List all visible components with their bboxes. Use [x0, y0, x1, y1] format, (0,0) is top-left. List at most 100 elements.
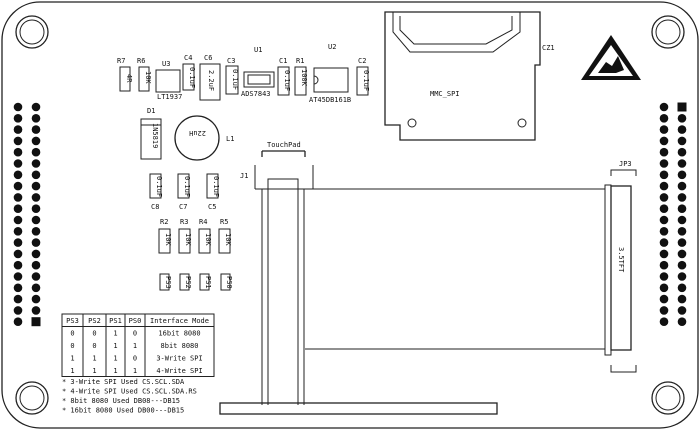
- svg-text:TouchPad: TouchPad: [267, 141, 301, 149]
- right-header-pin-1: [677, 102, 687, 112]
- table-cell: 4-Write SPI: [156, 367, 202, 375]
- c3-capacitor: C3 0.1uF: [225, 57, 239, 95]
- left-header-pin: [31, 227, 41, 236]
- svg-text:PS2: PS2: [184, 276, 192, 289]
- svg-text:C8: C8: [151, 203, 159, 211]
- table-cell: 1: [113, 367, 117, 375]
- svg-text:0.1uF: 0.1uF: [183, 176, 191, 197]
- r5-resistor: R5 10K: [218, 218, 232, 254]
- note-line: * 4-Write SPI Used CS.SCL.SDA.RS: [62, 388, 197, 396]
- left-header-pin: [31, 159, 41, 168]
- left-header-pin: [13, 125, 23, 134]
- right-header-pin: [659, 193, 669, 202]
- table-cell: 1: [113, 354, 117, 362]
- u1-chip: U1 ADS7843: [241, 46, 275, 98]
- table-header-cell: PS3: [66, 317, 79, 325]
- c2-capacitor: C2 0.1uF: [356, 57, 370, 96]
- right-header-pin: [677, 238, 687, 247]
- sd-card-label: MMC_SPI: [430, 90, 460, 98]
- note-line: * 16bit 8080 Used DB00---DB15: [62, 407, 184, 415]
- left-header-pin: [13, 272, 23, 281]
- left-header-pin: [13, 306, 23, 315]
- svg-text:R4: R4: [199, 218, 207, 226]
- svg-text:10K: 10K: [144, 71, 152, 84]
- right-header-pin: [659, 147, 669, 157]
- right-header-pin: [659, 136, 669, 146]
- svg-text:3.5TFT: 3.5TFT: [617, 247, 625, 273]
- table-cell: 3-Write SPI: [156, 354, 202, 362]
- left-header-pin: [13, 317, 23, 327]
- r6-resistor: R6 10K: [137, 57, 152, 92]
- svg-text:U2: U2: [328, 43, 336, 51]
- left-header-pin: [13, 215, 23, 225]
- right-header-pin: [677, 147, 687, 157]
- cz1-label: CZ1: [542, 44, 555, 52]
- c5-capacitor: 0.1uF C5: [206, 173, 220, 211]
- table-cell: 1: [92, 367, 96, 375]
- left-header-pin: [31, 102, 41, 112]
- right-pin-header: [659, 102, 687, 327]
- table-cell: 0: [133, 329, 137, 337]
- right-header-pin: [677, 306, 687, 315]
- table-cell: 1: [113, 329, 117, 337]
- ps3-pad: PS3: [159, 273, 172, 291]
- left-header-pin: [13, 227, 23, 236]
- table-cell: 0: [70, 329, 74, 337]
- right-header-pin: [659, 306, 669, 315]
- table-header-cell: PS0: [129, 317, 142, 325]
- table-header-cell: PS2: [88, 317, 101, 325]
- bottom-edge-connector: [219, 402, 498, 415]
- svg-text:ADS7843: ADS7843: [241, 90, 271, 98]
- right-header-pin: [677, 170, 687, 180]
- table-cell: 1: [133, 342, 137, 350]
- left-header-pin-1: [31, 317, 41, 327]
- sd-card-socket: MMC_SPI CZ1: [384, 11, 555, 141]
- left-header-pin: [13, 249, 23, 259]
- svg-text:U3: U3: [162, 60, 170, 68]
- left-header-pin: [31, 238, 41, 247]
- left-header-pin: [31, 294, 41, 304]
- right-header-pin: [659, 181, 669, 191]
- table-header-cell: Interface Mode: [150, 317, 209, 325]
- c1-capacitor: C1 0.1uF: [277, 57, 291, 96]
- svg-text:4R: 4R: [125, 74, 133, 83]
- svg-text:0.1uF: 0.1uF: [188, 67, 196, 88]
- table-cell: 16bit 8080: [158, 329, 200, 337]
- r1-resistor: R1 100K: [294, 57, 308, 96]
- svg-text:PS0: PS0: [225, 276, 233, 289]
- table-cell: 1: [133, 367, 137, 375]
- table-cell: 1: [70, 354, 74, 362]
- right-header-pin: [677, 317, 687, 327]
- table-header-cell: PS1: [109, 317, 122, 325]
- u2-chip: U2 AT45DB161B: [309, 43, 351, 104]
- r4-resistor: R4 10K: [198, 218, 212, 254]
- right-header-pin: [677, 283, 687, 293]
- r3-resistor: R3 10K: [178, 218, 192, 254]
- svg-text:JP3: JP3: [619, 160, 632, 168]
- left-header-pin: [31, 204, 41, 213]
- table-cell: 1: [92, 354, 96, 362]
- c8-capacitor: 0.1uF C8: [149, 173, 163, 211]
- left-header-pin: [13, 294, 23, 304]
- svg-text:0.1uF: 0.1uF: [283, 70, 291, 91]
- left-header-pin: [13, 238, 23, 247]
- left-header-pin: [13, 204, 23, 213]
- right-header-pin: [677, 272, 687, 281]
- svg-text:2.2uF: 2.2uF: [207, 70, 215, 91]
- svg-text:AT45DB161B: AT45DB161B: [309, 96, 351, 104]
- right-header-pin: [677, 181, 687, 191]
- svg-text:22uH: 22uH: [189, 129, 206, 137]
- right-header-pin: [659, 204, 669, 213]
- svg-text:C4: C4: [184, 54, 192, 62]
- ps0-pad: PS0: [220, 273, 233, 291]
- interface-notes: * 3-Write SPI Used CS.SCL.SDA* 4-Write S…: [62, 378, 197, 415]
- svg-text:R7: R7: [117, 57, 125, 65]
- left-header-pin: [13, 102, 23, 112]
- l1-inductor: 22uH L1: [174, 115, 234, 161]
- r2-resistor: R2 10K: [158, 218, 172, 254]
- c6-capacitor: C6 2.2uF: [199, 54, 221, 101]
- left-header-pin: [13, 193, 23, 202]
